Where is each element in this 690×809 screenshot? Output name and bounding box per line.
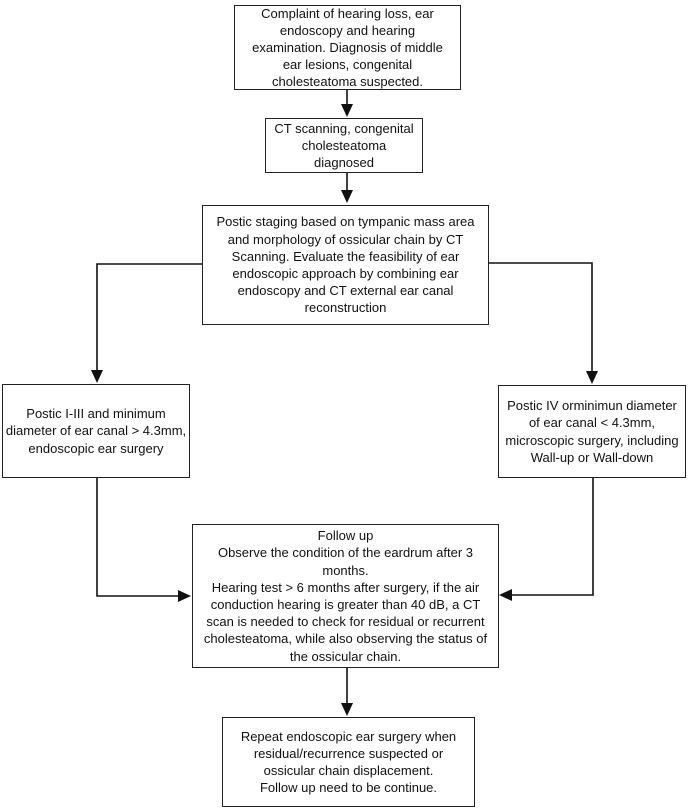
- flow-box-complaint: Complaint of hearing loss, ear endoscopy…: [234, 5, 461, 90]
- flow-box-endoscopic-surgery-text: Postic I-III and minimum diameter of ear…: [5, 406, 187, 456]
- flow-box-followup: Follow up Observe the condition of the e…: [192, 524, 499, 668]
- flow-box-microscopic-surgery: Postic IV orminimun diameter of ear cana…: [498, 385, 686, 478]
- flow-box-followup-title: Follow up: [317, 528, 374, 544]
- arrow-staging-to-right: [489, 262, 598, 384]
- flow-box-postic-staging-text: Postic staging based on tympanic mass ar…: [216, 214, 475, 316]
- arrow-complaint-to-ct: [341, 90, 353, 117]
- flow-box-repeat-surgery-followup-text: Follow up need to be continue.: [259, 780, 438, 796]
- arrow-left-to-followup: [96, 478, 191, 602]
- flow-box-endoscopic-surgery: Postic I-III and minimum diameter of ear…: [2, 384, 190, 478]
- flow-box-followup-line-observe: Observe the condition of the eardrum aft…: [217, 545, 474, 578]
- arrow-staging-to-left: [91, 263, 202, 383]
- flow-box-repeat-surgery-text: Repeat endoscopic ear surgery when resid…: [240, 728, 457, 778]
- flow-box-ct-scanning: CT scanning, congenital cholesteatoma di…: [265, 118, 423, 173]
- arrow-followup-to-repeat: [341, 668, 353, 716]
- arrow-ct-to-staging: [341, 173, 353, 203]
- flow-box-repeat-surgery: Repeat endoscopic ear surgery when resid…: [222, 717, 475, 807]
- flow-box-ct-scanning-text: CT scanning, congenital cholesteatoma di…: [274, 120, 414, 171]
- arrow-right-to-followup: [499, 478, 594, 601]
- flow-box-complaint-text: Complaint of hearing loss, ear endoscopy…: [252, 5, 443, 90]
- flow-box-followup-line-hearing-test: Hearing test > 6 months after surgery, i…: [203, 579, 488, 664]
- flow-box-postic-staging: Postic staging based on tympanic mass ar…: [202, 205, 489, 325]
- flow-box-microscopic-surgery-text: Postic IV orminimun diameter of ear cana…: [505, 398, 679, 465]
